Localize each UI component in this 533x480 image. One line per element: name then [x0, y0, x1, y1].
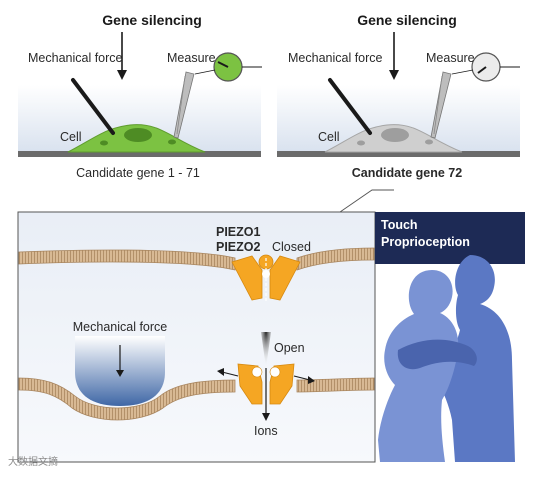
piezo-channel-closed [231, 254, 301, 302]
label-measure-right: Measure [426, 51, 475, 65]
hug-illustration [378, 255, 515, 462]
expansion-arrow-right [293, 375, 311, 381]
scene-left: Gene silencing Mechanical force Measure … [18, 12, 262, 180]
cell-nucleus [381, 128, 409, 142]
label-ions: Ions [254, 424, 278, 438]
label-mechanical-force-panel: Mechanical force [73, 320, 168, 334]
label-measure-left: Measure [167, 51, 216, 65]
heading-gene-silencing-left: Gene silencing [102, 12, 202, 28]
label-cell-right: Cell [318, 130, 340, 144]
label-mechanical-force-left: Mechanical force [28, 51, 123, 65]
dish-base [277, 151, 520, 157]
label-proprioception: Proprioception [381, 235, 470, 249]
label-piezo2: PIEZO2 [216, 240, 261, 254]
hugging-arm [397, 339, 477, 370]
side-panel-header [375, 212, 525, 264]
expansion-arrow-left [221, 371, 239, 377]
heading-gene-silencing-right: Gene silencing [357, 12, 457, 28]
caption-candidate-right: Candidate gene 72 [352, 166, 462, 180]
label-closed: Closed [272, 240, 311, 254]
membrane-top-left [18, 249, 236, 271]
callout-line [339, 189, 394, 213]
label-piezo1: PIEZO1 [216, 225, 261, 239]
scene-right: Gene silencing Mechanical force Measure … [277, 12, 520, 180]
label-open: Open [274, 341, 305, 355]
label-cell-left: Cell [60, 130, 82, 144]
watermark: 大数据文摘 [8, 455, 58, 468]
panel-frame [17, 211, 376, 463]
label-touch: Touch [381, 218, 418, 232]
side-panel: Touch Proprioception [375, 212, 525, 462]
label-mechanical-force-right: Mechanical force [288, 51, 383, 65]
cell-organelle [168, 139, 176, 145]
membrane-bottom-left [18, 377, 236, 421]
membrane-top-right [296, 247, 375, 271]
force-probe [71, 78, 115, 135]
ion-channel-panel: PIEZO1 PIEZO2 Closed Mechanical force Op… [17, 211, 376, 463]
cell-nucleus [124, 128, 152, 142]
cell-organelle [357, 140, 365, 146]
caption-candidate-left: Candidate gene 1 - 71 [76, 166, 200, 180]
piezo-channel-open [237, 363, 295, 405]
force-probe [328, 78, 372, 135]
cell-organelle [425, 139, 433, 145]
dish-base [18, 151, 261, 157]
cell-organelle [100, 140, 108, 146]
membrane-bottom-right [296, 377, 375, 393]
ion-flow-cone [261, 332, 271, 368]
